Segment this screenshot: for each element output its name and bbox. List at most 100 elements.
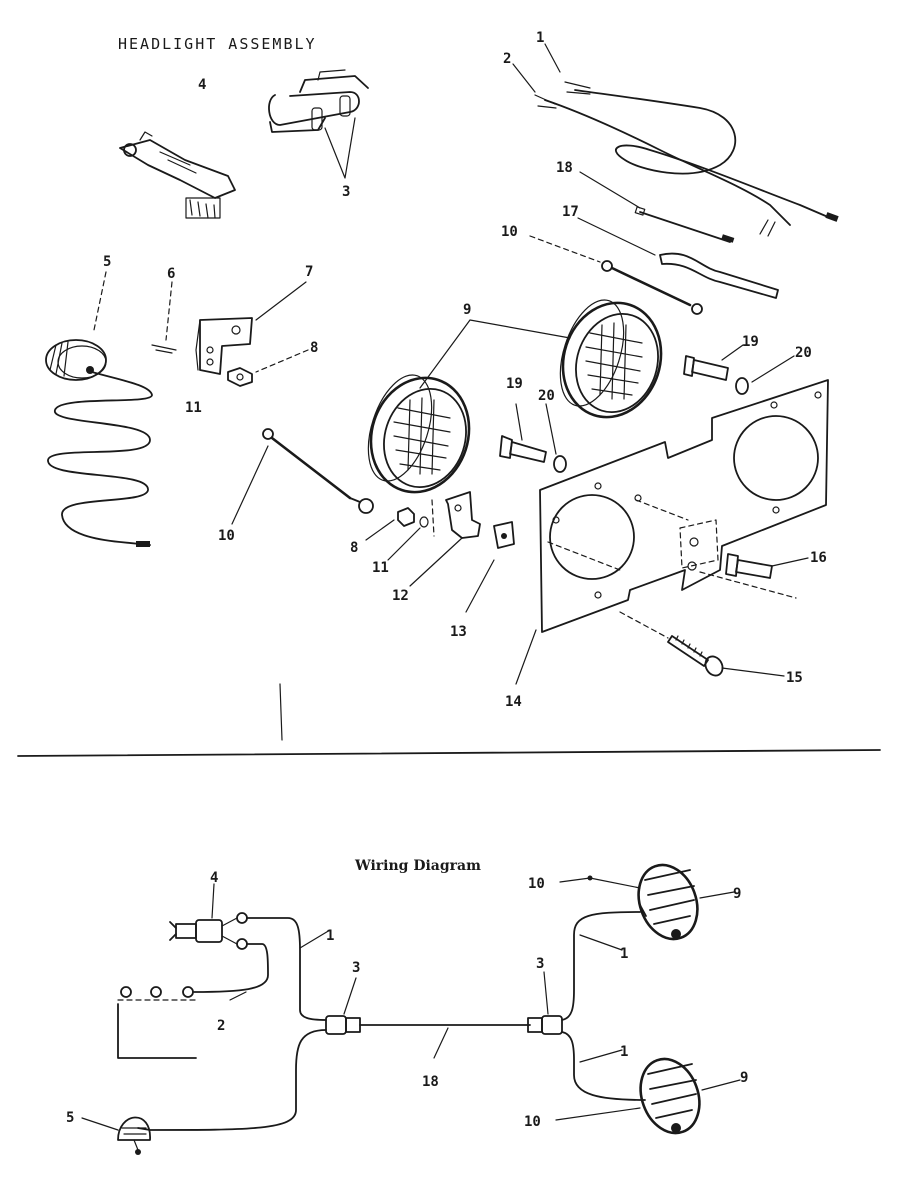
part-20-washer-mid	[553, 455, 567, 473]
wiring-wires-to-lamps	[561, 911, 646, 1101]
leader-19-top	[721, 344, 744, 361]
guide-16	[699, 571, 797, 599]
w-leader-9a	[699, 891, 735, 899]
label-part-7: 7	[305, 264, 313, 280]
leader-11-mid	[387, 527, 421, 561]
guide-15	[619, 611, 669, 639]
label-part-11-top: 11	[185, 400, 202, 416]
part-7-bracket	[195, 317, 253, 375]
center-tick	[279, 683, 283, 741]
label-part-12: 12	[392, 588, 409, 604]
leader-13	[465, 559, 495, 613]
part-10-ground-wire-mid	[262, 428, 374, 514]
label-part-15: 15	[786, 670, 803, 686]
guide-plate-lines	[547, 499, 689, 571]
label-part-4: 4	[198, 77, 206, 93]
w-leader-1b	[579, 934, 623, 951]
label-part-10-mid: 10	[218, 528, 235, 544]
wiring-switch-4	[169, 912, 248, 950]
label-part-13: 13	[450, 624, 467, 640]
wiring-lamp-5	[117, 1116, 151, 1155]
leader-20-mid	[545, 403, 557, 455]
w-leader-2	[229, 991, 247, 1001]
label-part-5: 5	[103, 254, 111, 270]
part-19-bolt-top	[683, 355, 729, 381]
part-6-screw	[151, 344, 177, 354]
leader-20-top	[751, 355, 795, 383]
w-label-10b: 10	[524, 1114, 541, 1130]
leader-1	[544, 43, 561, 73]
part-9-headlight-left	[367, 374, 471, 494]
label-part-8-mid: 8	[350, 540, 358, 556]
label-part-17: 17	[562, 204, 579, 220]
part-19-bolt-mid	[499, 435, 547, 463]
label-part-14: 14	[505, 694, 522, 710]
part-12-clip	[445, 491, 481, 539]
part-11-washer-mid	[419, 499, 435, 537]
leader-3	[324, 117, 356, 179]
label-part-8-top: 8	[310, 340, 318, 356]
w-label-2: 2	[217, 1018, 225, 1034]
leader-2	[512, 63, 536, 93]
label-part-6: 6	[167, 266, 175, 282]
leader-15	[721, 667, 785, 677]
w-leader-10a	[559, 877, 641, 889]
w-label-1b: 1	[620, 946, 628, 962]
wiring-headlight-9-top	[637, 863, 699, 941]
w-leader-1a	[299, 929, 331, 949]
part-13-pad	[493, 521, 515, 549]
w-label-5: 5	[66, 1110, 74, 1126]
leader-17	[577, 217, 656, 256]
label-part-19-top: 19	[742, 334, 759, 350]
w-label-10a: 10	[528, 876, 545, 892]
w-leader-3b	[543, 971, 549, 1015]
w-leader-3a	[343, 977, 357, 1015]
w-ground-10a-dot	[587, 875, 593, 881]
part-20-washer-top	[735, 377, 749, 395]
leader-10-mid	[231, 445, 269, 525]
part-16-bolt	[725, 553, 773, 579]
wiring-wire-1-2-3	[137, 917, 327, 1131]
w-leader-4	[211, 883, 215, 919]
part-10-ground-wire-top	[601, 260, 703, 315]
part-17-strap	[659, 252, 779, 299]
w-label-9a: 9	[733, 886, 741, 902]
w-label-1a: 1	[326, 928, 334, 944]
leader-7	[255, 281, 307, 321]
w-label-4: 4	[210, 870, 218, 886]
leader-9	[419, 319, 571, 389]
wiring-battery-terminals	[117, 986, 197, 1059]
part-5-lamp-and-cord	[45, 339, 153, 547]
label-part-11-mid: 11	[372, 560, 389, 576]
part-8-nut-top	[227, 367, 253, 387]
leader-14	[515, 629, 537, 685]
wiring-headlight-9-bottom	[639, 1057, 701, 1135]
section-divider	[17, 749, 881, 757]
wiring-title: Wiring Diagram	[354, 858, 481, 874]
label-part-3: 3	[342, 184, 350, 200]
leader-5	[93, 271, 107, 331]
part-3-connectors	[268, 69, 369, 133]
label-part-20-top: 20	[795, 345, 812, 361]
w-label-9b: 9	[740, 1070, 748, 1086]
label-part-16: 16	[810, 550, 827, 566]
leader-16	[771, 557, 809, 567]
w-leader-1c	[579, 1049, 623, 1063]
w-label-1c: 1	[620, 1044, 628, 1060]
part-4-switch	[119, 131, 236, 219]
label-part-1: 1	[536, 30, 544, 46]
leader-6	[165, 281, 173, 341]
wiring-connector-3-right	[527, 1015, 563, 1035]
w-leader-18	[433, 1027, 449, 1059]
assembly-title: HEADLIGHT ASSEMBLY	[118, 35, 317, 53]
label-part-2: 2	[503, 51, 511, 67]
leader-18	[579, 171, 641, 209]
leader-8-top	[255, 349, 309, 373]
part-1-2-wire-harness	[534, 81, 839, 237]
leader-12	[409, 537, 463, 587]
label-part-10-top: 10	[501, 224, 518, 240]
part-15-screw	[667, 635, 724, 677]
part-9-headlight-right	[559, 299, 663, 419]
part-18-wire	[634, 206, 735, 243]
